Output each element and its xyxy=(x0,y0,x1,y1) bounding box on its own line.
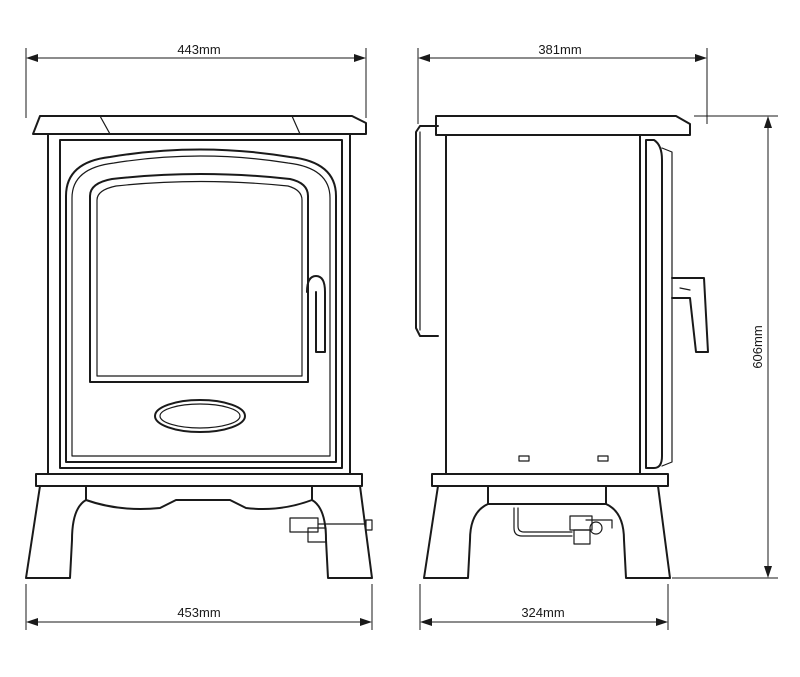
side-vent-slot xyxy=(597,455,609,462)
front-top-plate xyxy=(32,115,367,135)
side-top-depth-label: 381mm xyxy=(538,42,581,57)
side-apron xyxy=(487,485,607,505)
side-body-outline xyxy=(445,134,641,475)
front-door-arch xyxy=(65,148,337,463)
side-rear-leg xyxy=(423,485,489,579)
side-view xyxy=(415,115,709,579)
front-body-outline xyxy=(47,133,351,475)
height-label: 606mm xyxy=(750,325,765,368)
front-right-leg xyxy=(311,485,373,579)
front-gas-valve xyxy=(289,517,373,543)
front-plinth xyxy=(35,473,363,487)
front-base-width-label: 453mm xyxy=(177,605,220,620)
side-rear-bracket xyxy=(415,125,439,337)
side-door-handle xyxy=(671,277,709,353)
side-vent-slot xyxy=(518,455,530,462)
front-left-leg xyxy=(25,485,87,579)
front-door-glass xyxy=(89,173,309,383)
side-plinth xyxy=(431,473,669,487)
front-view xyxy=(25,115,373,579)
front-door-handle xyxy=(306,275,326,353)
side-door-edge xyxy=(645,139,663,469)
dimension-lines xyxy=(25,48,778,630)
side-gas-valve xyxy=(513,507,613,545)
front-apron xyxy=(85,485,313,510)
front-air-vent xyxy=(154,399,246,433)
front-door-frame xyxy=(59,139,343,469)
side-top-plate xyxy=(435,115,691,136)
side-base-depth-label: 324mm xyxy=(521,605,564,620)
side-front-leg xyxy=(605,485,671,579)
front-top-width-label: 443mm xyxy=(177,42,220,57)
